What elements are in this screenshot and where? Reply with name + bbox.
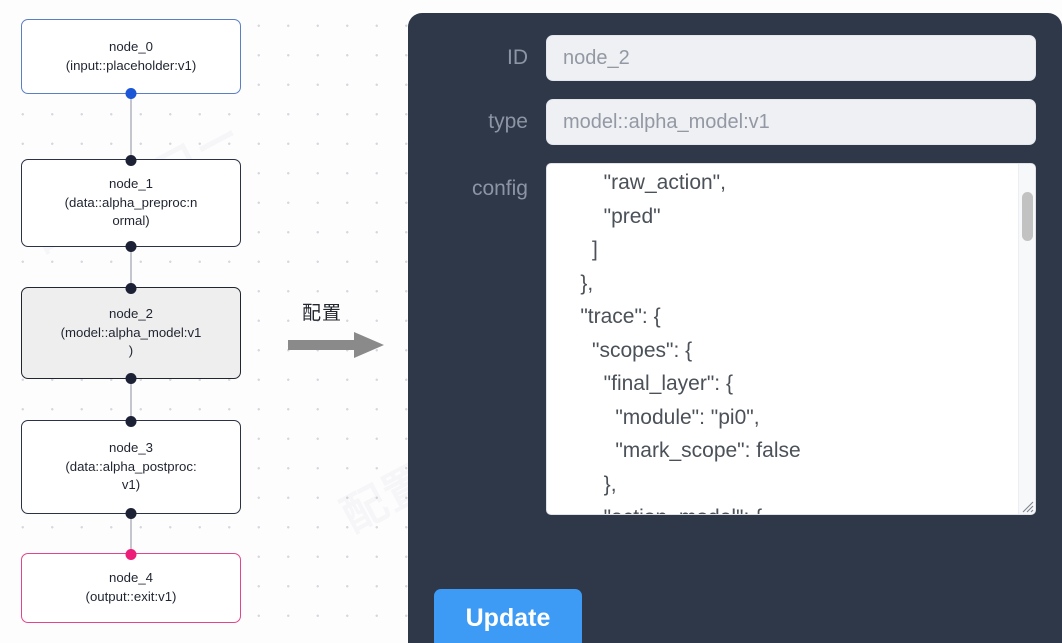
type-input[interactable]: model::alpha_model:v1 [546, 99, 1036, 145]
field-row-config: config "raw_action", "pred" ] }, "trace"… [434, 163, 1036, 515]
node-handle-top[interactable] [125, 154, 137, 166]
edge-node_3-node_4[interactable] [130, 514, 132, 553]
graph-node-node_2[interactable]: node_2 (model::alpha_model:v1 ) [21, 282, 241, 384]
type-field-label: type [488, 110, 528, 133]
id-input[interactable]: node_2 [546, 35, 1036, 81]
config-field-label: config [471, 177, 528, 200]
config-scrollbar-thumb[interactable] [1022, 192, 1033, 241]
right-arrow-icon [288, 330, 388, 365]
node-config-panel: ID node_2 type model::alpha_model:v1 con… [408, 13, 1062, 643]
config-textarea-wrap[interactable]: "raw_action", "pred" ] }, "trace": { "sc… [546, 163, 1036, 515]
transition-group: 配置 [288, 298, 396, 360]
id-field-label: ID [507, 46, 528, 69]
graph-node-label: node_1 (data::alpha_preproc:n ormal) [64, 175, 198, 229]
graph-node-label: node_4 (output::exit:v1) [85, 570, 177, 604]
field-row-type: type model::alpha_model:v1 [434, 99, 1036, 145]
graph-node-label: node_0 (input::placeholder:v1) [65, 38, 197, 73]
update-button[interactable]: Update [434, 589, 582, 643]
graph-node-node_4[interactable]: node_4 (output::exit:v1) [21, 548, 241, 623]
graph-node-node_1[interactable]: node_1 (data::alpha_preproc:n ormal) [21, 154, 241, 252]
edge-node_1-node_2[interactable] [130, 247, 132, 287]
transition-label: 配置 [302, 303, 343, 324]
node-handle-bottom[interactable] [125, 372, 137, 384]
node-handle-top[interactable] [125, 282, 137, 294]
node-handle-top[interactable] [125, 548, 137, 560]
graph-node-label: node_2 (model::alpha_model:v1 ) [60, 305, 202, 359]
node-handle-bottom[interactable] [125, 507, 137, 519]
config-textarea[interactable]: "raw_action", "pred" ] }, "trace": { "sc… [580, 171, 801, 514]
graph-node-node_0[interactable]: node_0 (input::placeholder:v1) [21, 19, 241, 99]
node-handle-bottom[interactable] [125, 240, 137, 252]
field-row-id: ID node_2 [434, 35, 1036, 81]
graph-node-node_3[interactable]: node_3 (data::alpha_postproc: v1) [21, 415, 241, 519]
edge-node_2-node_3[interactable] [130, 379, 132, 420]
graph-node-label: node_3 (data::alpha_postproc: v1) [65, 439, 197, 493]
config-scrollbar[interactable] [1018, 164, 1035, 514]
node-handle-bottom[interactable] [125, 87, 137, 99]
resize-grip-icon[interactable] [1019, 498, 1034, 513]
node-handle-top[interactable] [125, 415, 137, 427]
edge-node_0-node_1[interactable] [130, 94, 132, 159]
